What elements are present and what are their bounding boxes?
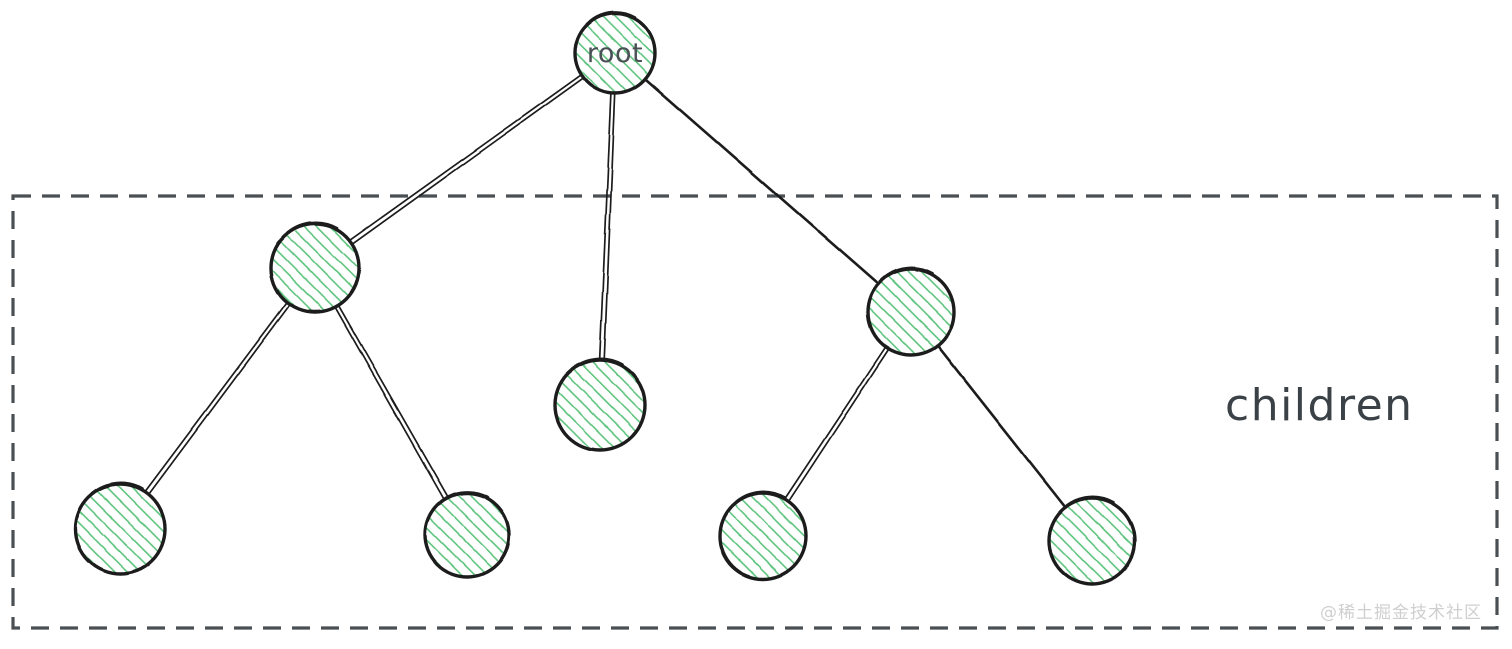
node-fill [426, 494, 508, 576]
tree-edge-root-c2 [598, 90, 617, 363]
tree-edge-c3-g4 [935, 342, 1068, 511]
node-fill [76, 485, 164, 573]
node-fill [272, 225, 358, 311]
tree-node-c1[interactable] [269, 221, 361, 314]
edges-layer [143, 72, 1068, 511]
node-outline-overshoot [439, 490, 490, 503]
watermark: @稀土掘金技术社区 [1320, 603, 1482, 623]
node-fill [869, 270, 953, 354]
tree-edge-c1-g1 [143, 299, 293, 497]
children-group-box [11, 194, 1499, 630]
node-outline-overshoot [735, 490, 786, 503]
tree-node-c3[interactable] [866, 266, 956, 357]
tree-node-g2[interactable] [423, 490, 511, 579]
node-fill [721, 494, 805, 578]
tree-edge-root-c3 [642, 76, 882, 287]
tree-edge-c3-g3 [782, 344, 891, 504]
node-outline-overshoot [883, 266, 934, 279]
nodes-layer: root [73, 10, 1137, 586]
node-outline-overshoot [90, 481, 144, 495]
node-fill [576, 14, 654, 92]
node-outline-overshoot [1064, 495, 1115, 508]
node-fill [556, 361, 644, 449]
tree-edge-root-c1 [346, 72, 587, 247]
node-outline-overshoot [588, 10, 637, 23]
tree-node-c2[interactable] [553, 357, 647, 452]
node-outline-overshoot [570, 357, 624, 371]
tree-node-g3[interactable] [718, 490, 808, 581]
tree-edge-c1-g2 [333, 302, 451, 503]
tree-node-g4[interactable] [1047, 495, 1137, 586]
node-label-root: root [587, 38, 643, 69]
tree-node-root[interactable]: root [573, 10, 657, 95]
node-outline-overshoot [286, 221, 339, 235]
tree-node-g1[interactable] [73, 481, 167, 576]
children-label: children [1225, 380, 1414, 431]
node-fill [1050, 499, 1134, 583]
